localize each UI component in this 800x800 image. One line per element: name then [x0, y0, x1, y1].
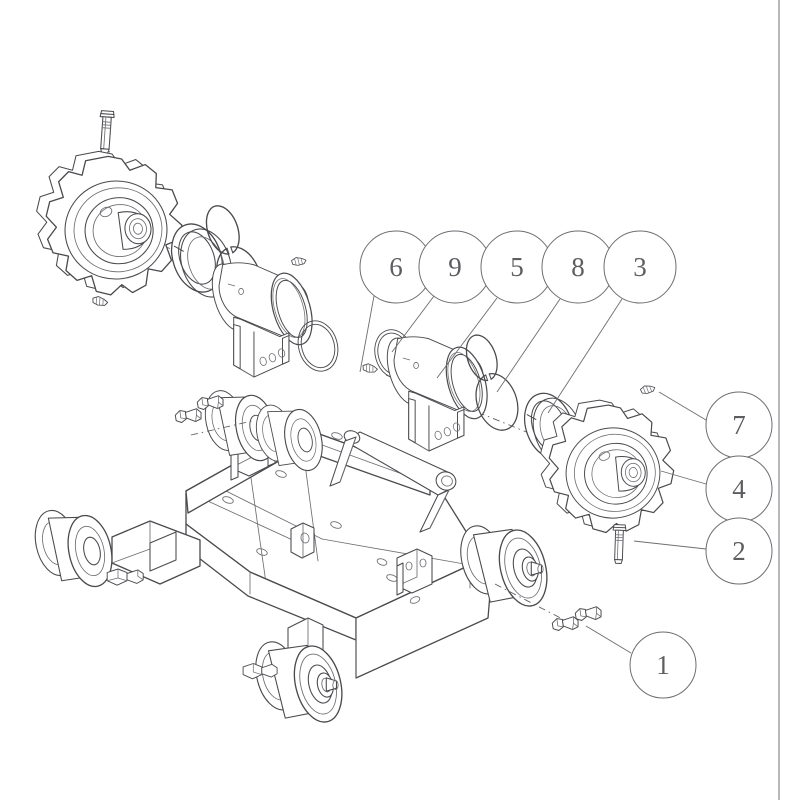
set-screw — [91, 295, 109, 308]
sprocket-idler-wheel — [29, 142, 189, 303]
callout-number-1: 1 — [656, 650, 670, 680]
axle-nut — [106, 568, 144, 586]
callout-leader-line-8 — [496, 298, 561, 393]
callout-number-6: 6 — [389, 252, 403, 282]
callout-balloon-7[interactable]: 7 — [658, 391, 773, 459]
hex-head-bolt — [97, 110, 116, 154]
callout-circle-3[interactable] — [603, 230, 677, 304]
callout-number-2: 2 — [732, 536, 746, 566]
bolt-nut-pair — [551, 616, 579, 632]
callout-leader-line-7 — [658, 391, 707, 421]
callout-circle-1[interactable] — [629, 631, 697, 699]
callout-number-7: 7 — [732, 410, 746, 440]
callout-number-9: 9 — [448, 252, 462, 282]
callout-number-4: 4 — [732, 474, 746, 504]
callout-number-8: 8 — [571, 252, 585, 282]
bolt-nut-pair — [174, 408, 202, 424]
right-idler-exploded-group — [361, 324, 679, 565]
callout-balloon-9[interactable]: 9 — [391, 230, 492, 353]
callout-balloon-4[interactable]: 4 — [660, 455, 773, 523]
roller-wheel-assembly — [248, 636, 350, 728]
grease-fitting — [639, 383, 657, 396]
track-undercarriage-chassis-frame — [28, 386, 602, 728]
roller-wheel-assembly — [28, 505, 119, 592]
centerline-front-right-bolts — [494, 583, 573, 625]
callout-leader-line-5 — [436, 297, 498, 379]
callout-leader-line-6 — [359, 295, 375, 373]
callout-leader-line-4 — [660, 470, 707, 485]
callout-number-3: 3 — [633, 252, 647, 282]
callout-balloon-2[interactable]: 2 — [633, 517, 773, 585]
callout-leader-line-9 — [391, 295, 435, 353]
center-lug-bracket — [290, 522, 315, 559]
set-screw — [361, 362, 379, 374]
callout-balloon-1[interactable]: 1 — [585, 625, 697, 699]
callout-number-5: 5 — [510, 252, 524, 282]
callout-leader-line-1 — [585, 625, 632, 654]
centerline-upper-bolts — [190, 420, 253, 436]
axle-nut — [242, 663, 278, 680]
grease-fitting — [290, 255, 307, 267]
callout-balloon-8[interactable]: 8 — [496, 230, 615, 393]
hex-head-bolt — [611, 524, 627, 565]
left-idler-exploded-group — [29, 110, 345, 378]
callout-circle-2[interactable] — [705, 517, 773, 585]
callout-leader-line-3 — [547, 298, 623, 414]
callout-layer: 6 9 5 8 3 7 4 2 1 — [359, 230, 773, 699]
callout-balloon-3[interactable]: 3 — [547, 230, 677, 414]
hub-housing-bracket — [380, 333, 496, 452]
callout-leader-line-2 — [633, 540, 707, 550]
bolt-nut-pair — [574, 606, 602, 622]
